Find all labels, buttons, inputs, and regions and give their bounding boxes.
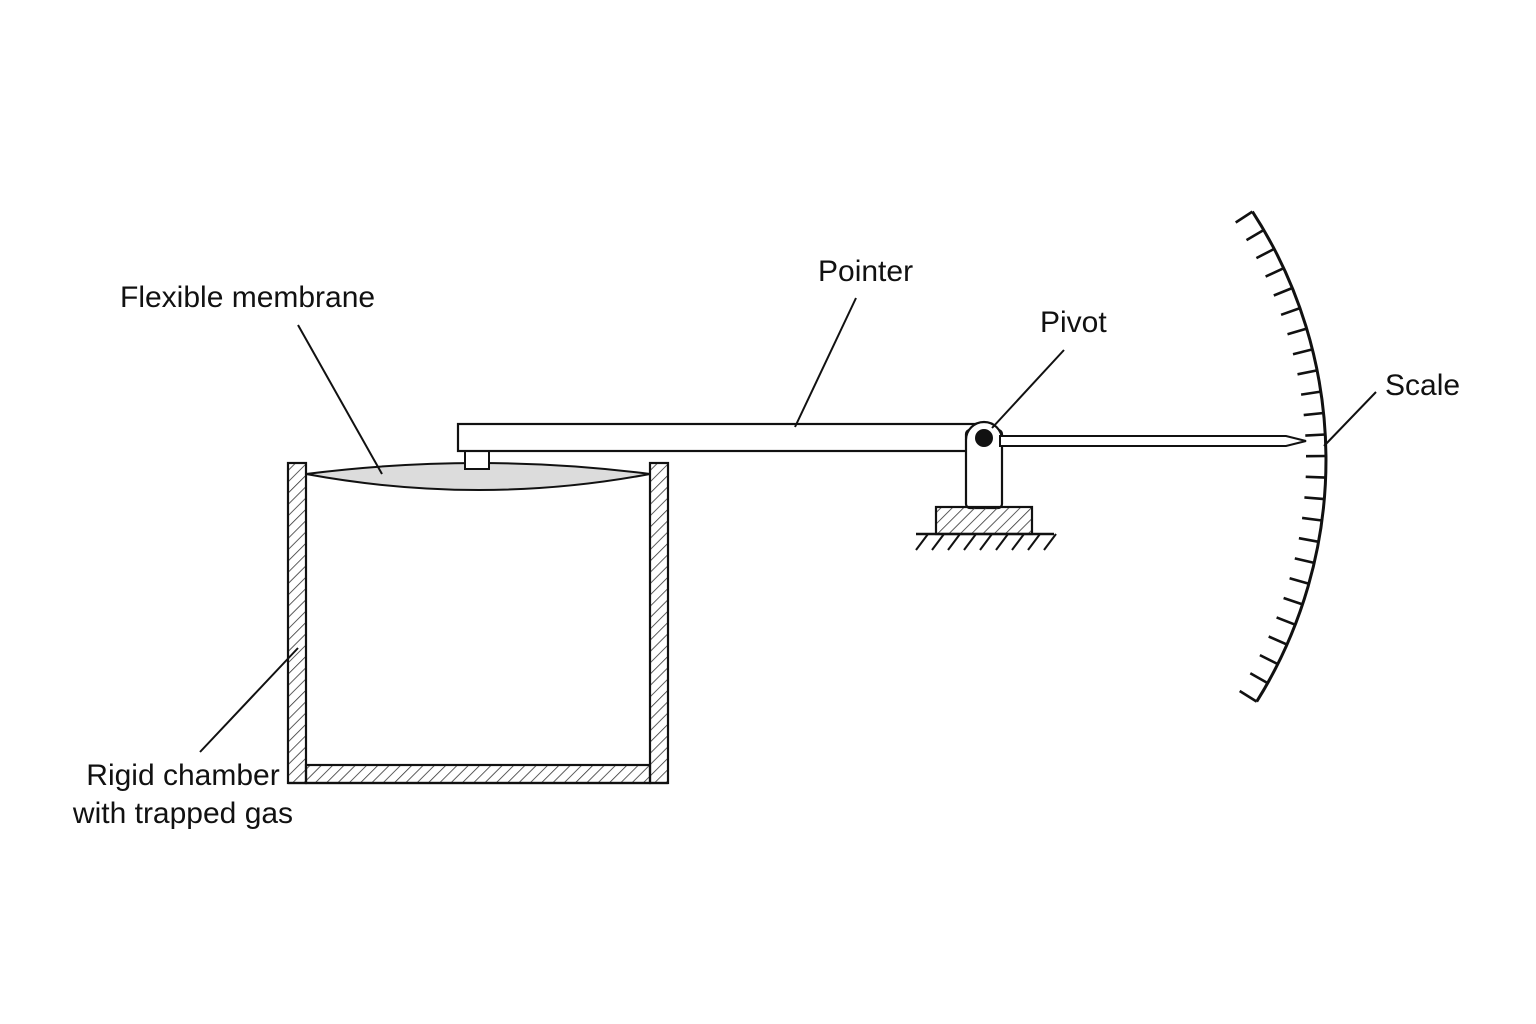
label-rigid-chamber-line1: Rigid chamber <box>86 759 280 792</box>
ground-hatch <box>915 533 1057 551</box>
scale-tick <box>1268 635 1288 646</box>
pivot-base <box>934 505 1034 536</box>
chamber-right-wall <box>648 461 670 785</box>
scale-tick <box>1301 516 1323 522</box>
scale-tick <box>1283 596 1303 606</box>
pivot-pin <box>975 429 993 447</box>
scale-tick <box>1259 653 1279 666</box>
label-rigid-chamber-line2: with trapped gas <box>72 797 294 830</box>
leader-lines <box>199 297 1377 753</box>
connector-post <box>464 450 490 470</box>
scale-tick <box>1300 390 1321 396</box>
scale <box>1234 210 1328 703</box>
scale-tick <box>1276 616 1296 626</box>
leader-pointer <box>794 297 857 428</box>
scale-ticks <box>1234 210 1327 703</box>
scale-tick <box>1245 228 1265 242</box>
flexible-membrane <box>305 462 651 491</box>
scale-tick <box>1294 557 1315 565</box>
label-scale: Scale <box>1385 369 1461 402</box>
leader-pivot <box>991 349 1065 429</box>
scale-tick <box>1287 327 1308 336</box>
scale-tick <box>1305 433 1326 437</box>
pivot-support <box>915 420 1057 551</box>
leader-scale <box>1323 391 1377 447</box>
scale-tick <box>1239 689 1258 703</box>
lever-arm <box>456 422 992 453</box>
scale-tick <box>1265 267 1285 278</box>
leader-membrane <box>297 324 383 475</box>
chamber-left-wall <box>286 461 308 785</box>
scale-tick <box>1304 496 1325 501</box>
scale-tick <box>1234 210 1254 224</box>
scale-tick <box>1303 411 1324 417</box>
label-pointer: Pointer <box>818 255 914 288</box>
leader-chamber <box>199 647 299 753</box>
scale-tick <box>1249 672 1269 685</box>
chamber-bottom-wall <box>304 763 652 785</box>
scale-tick <box>1280 306 1301 317</box>
label-rigid-chamber: Rigid chamber with trapped gas <box>70 757 296 833</box>
scale-tick <box>1273 286 1293 297</box>
label-pivot: Pivot <box>1040 306 1107 339</box>
pointer-needle <box>999 435 1307 447</box>
scale-tick <box>1298 536 1319 544</box>
scale-tick <box>1297 369 1318 376</box>
rigid-chamber <box>286 461 670 785</box>
label-flexible-membrane: Flexible membrane <box>120 281 376 314</box>
scale-tick <box>1292 348 1313 356</box>
scale-tick <box>1289 577 1310 586</box>
scale-tick <box>1305 475 1326 479</box>
scale-tick <box>1255 247 1275 260</box>
